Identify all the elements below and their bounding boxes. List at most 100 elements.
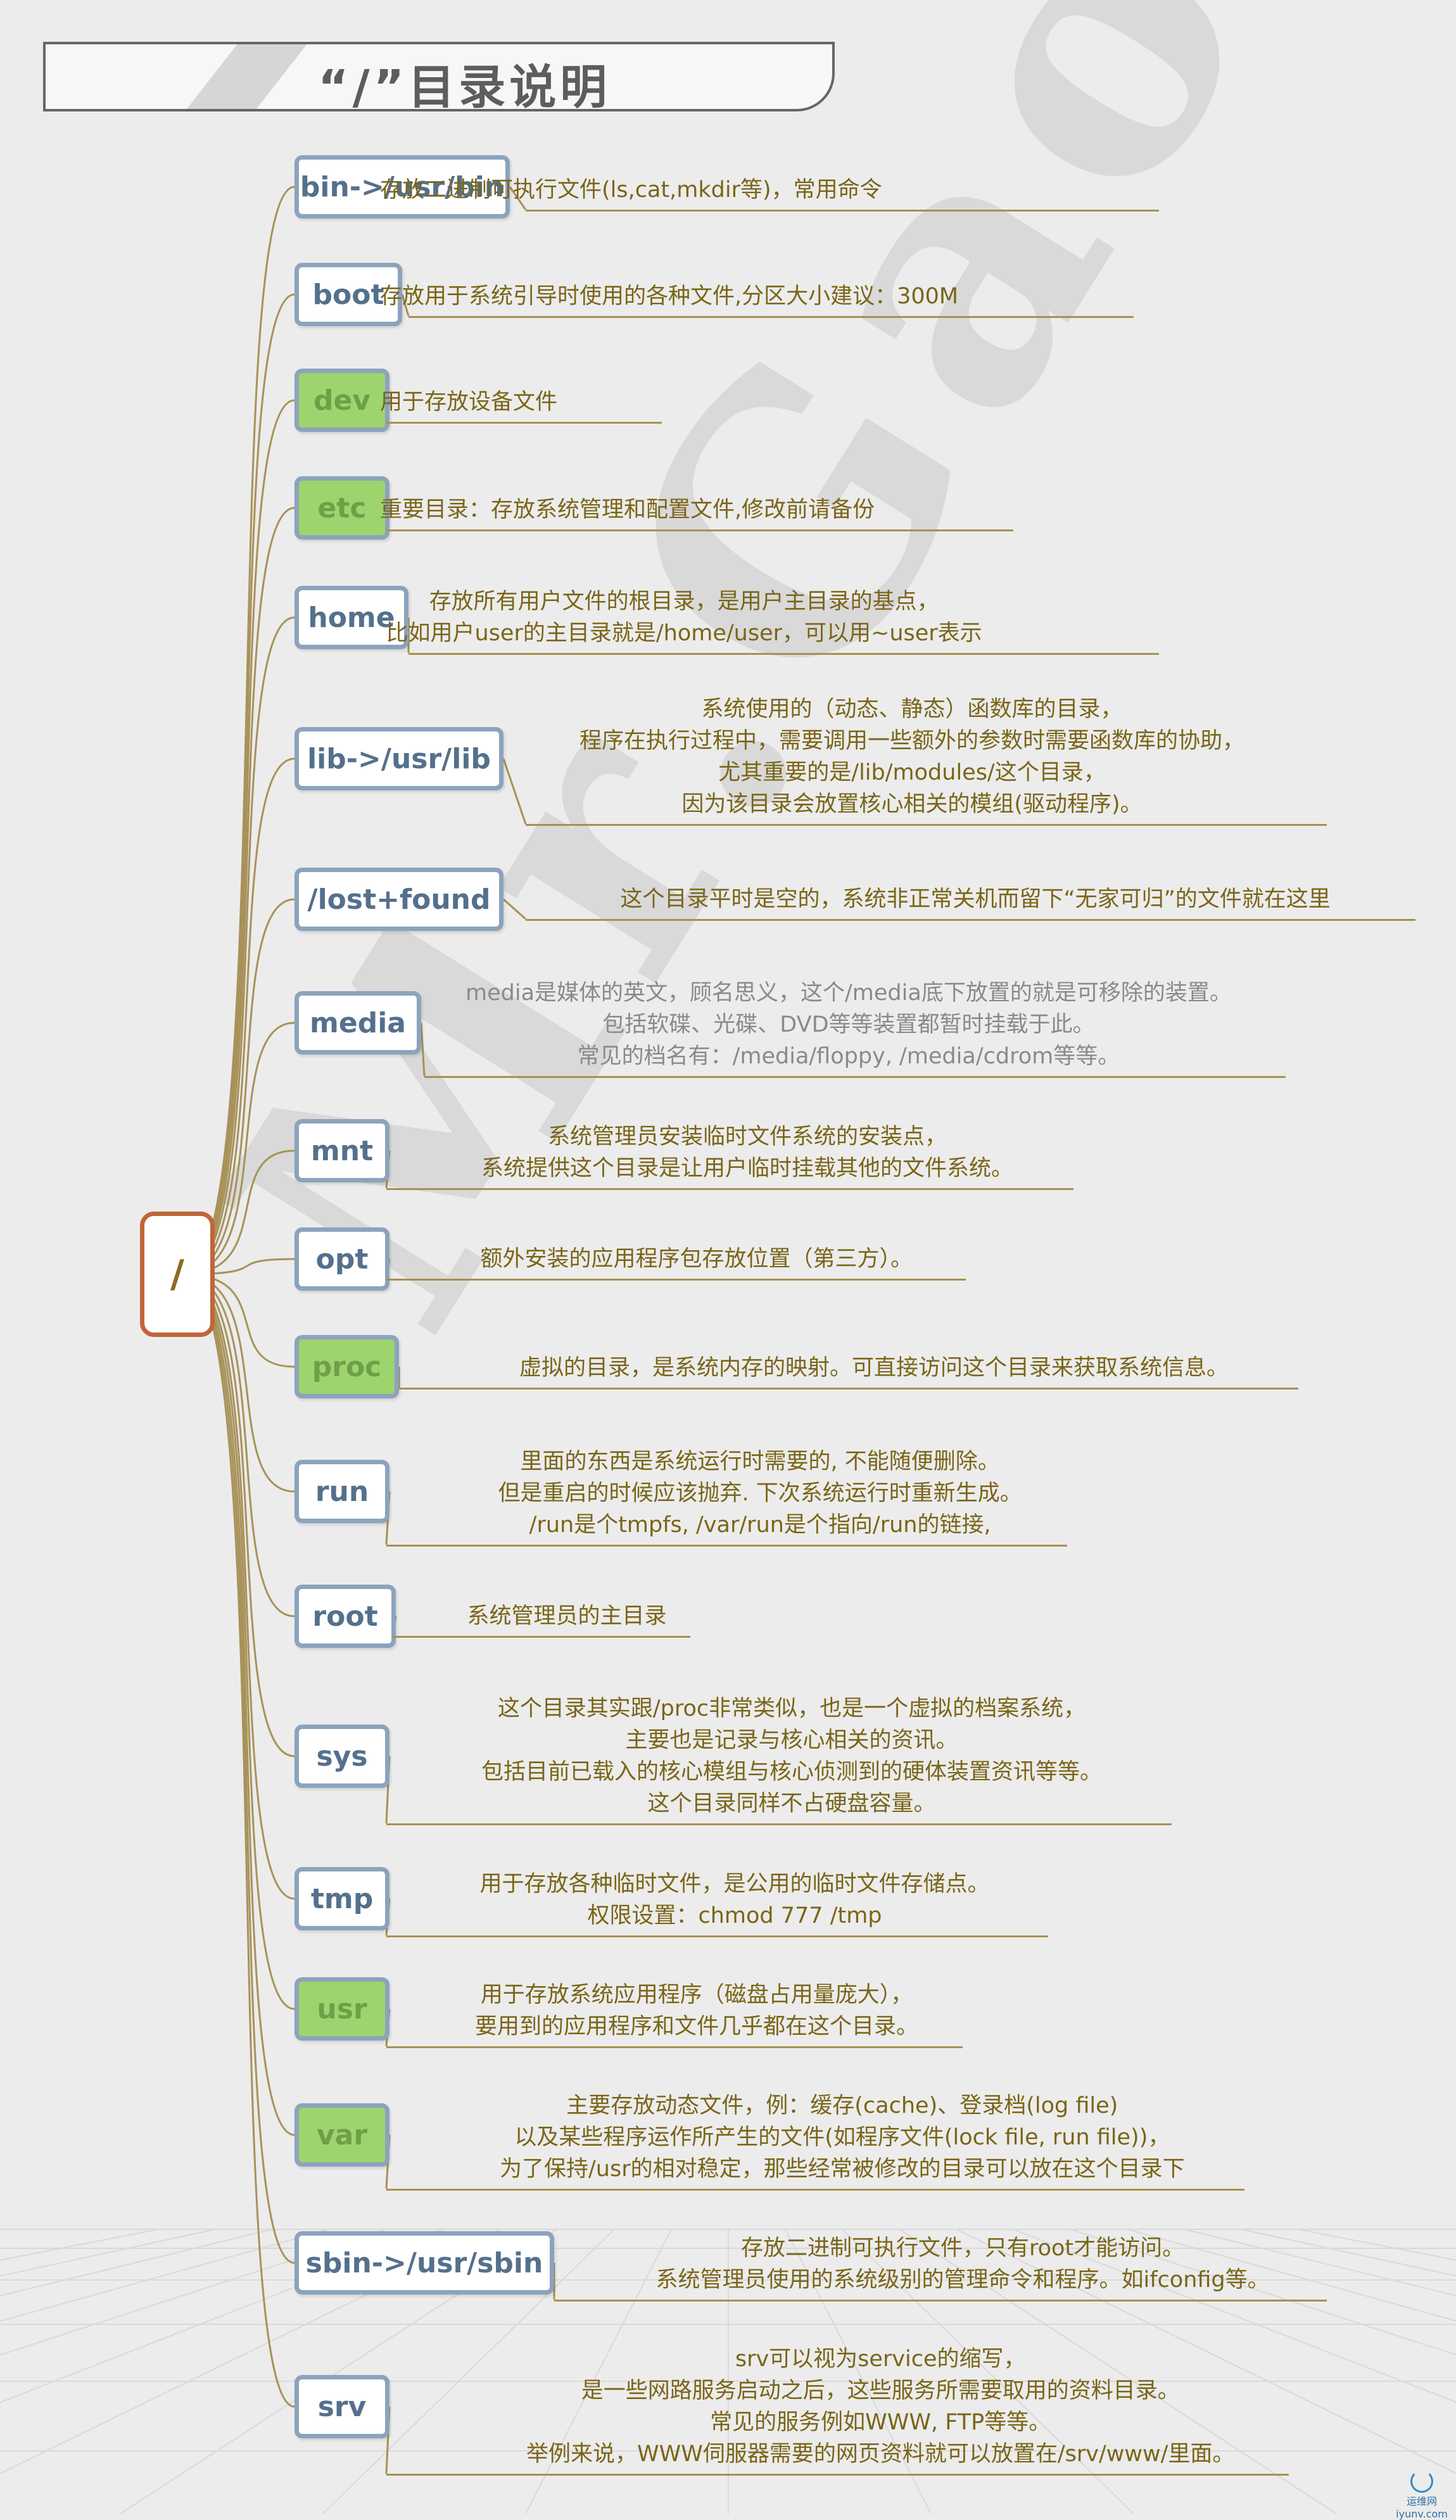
description-line: 系统管理员使用的系统级别的管理命令和程序。如ifconfig等。 bbox=[655, 2267, 1270, 2293]
node-tmp[interactable]: tmp bbox=[294, 1867, 389, 1930]
node-lib-usr-lib[interactable]: lib->/usr/lib bbox=[294, 727, 503, 790]
node-root[interactable]: root bbox=[294, 1585, 396, 1648]
description-home: 存放所有用户文件的根目录，是用户主目录的基点，比如用户user的主目录就是/ho… bbox=[386, 586, 982, 649]
description-mnt: 系统管理员安装临时文件系统的安装点， 系统提供这个目录是让用户临时挂载其他的文件系… bbox=[481, 1121, 1013, 1184]
description-line: /run是个tmpfs, /var/run是个指向/run的链接, bbox=[529, 1512, 991, 1538]
node-lost-found[interactable]: /lost+found bbox=[294, 868, 503, 931]
description-line: 用于存放各种临时文件，是公用的临时文件存储点。 bbox=[479, 1871, 990, 1897]
description-underline bbox=[526, 824, 1327, 826]
description-underline bbox=[386, 1935, 1048, 1937]
description-line: 用于存放系统应用程序（磁盘占用量庞大）， bbox=[480, 1982, 913, 2008]
node-mnt[interactable]: mnt bbox=[294, 1119, 389, 1182]
description-line: 这个目录同样不占硬盘容量。 bbox=[647, 1791, 936, 1816]
desc-link-boot bbox=[401, 294, 410, 317]
node-run[interactable]: run bbox=[294, 1460, 389, 1523]
connector-sys bbox=[182, 1273, 295, 1757]
description-line: 用于存放设备文件 bbox=[380, 389, 558, 415]
description-line: 存放二进制可执行文件(ls,cat,mkdir等)，常用命令 bbox=[380, 177, 882, 203]
description-media: media是媒体的英文，顾名思义，这个/media底下放置的就是可移除的装置。包… bbox=[465, 977, 1232, 1072]
description-line: 系统管理员安装临时文件系统的安装点， bbox=[548, 1124, 947, 1149]
connector-root bbox=[182, 1273, 295, 1618]
site-logo: 运维网 iyunv.com bbox=[1393, 2470, 1450, 2520]
node-etc[interactable]: etc bbox=[294, 476, 389, 540]
description-line: 以及某些程序运作所产生的文件(如程序文件(lock file, run file… bbox=[514, 2125, 1170, 2150]
description-boot: 存放用于系统引导时使用的各种文件,分区大小建议：300M bbox=[380, 281, 958, 312]
description-bin-usr-bin: 存放二进制可执行文件(ls,cat,mkdir等)，常用命令 bbox=[380, 174, 882, 206]
root-node[interactable]: / bbox=[140, 1212, 215, 1337]
title-banner: “/”目录说明 bbox=[43, 42, 835, 111]
connector-run bbox=[182, 1273, 295, 1493]
description-tmp: 用于存放各种临时文件，是公用的临时文件存储点。权限设置：chmod 777 /t… bbox=[480, 1868, 990, 1932]
node-boot[interactable]: boot bbox=[294, 263, 402, 326]
description-underline bbox=[424, 1076, 1286, 1078]
node-usr[interactable]: usr bbox=[294, 1977, 389, 2041]
description-line: 是一些网路服务启动之后，这些服务所需要取用的资料目录。 bbox=[581, 2378, 1180, 2403]
description-line: 这个目录其实跟/proc非常类似，也是一个虚拟的档案系统， bbox=[497, 1696, 1086, 1721]
description-proc: 虚拟的目录，是系统内存的映射。可直接访问这个目录来获取系统信息。 bbox=[519, 1352, 1229, 1384]
description-line: 包括目前已载入的核心模组与核心侦测到的硬体装置资讯等等。 bbox=[481, 1759, 1103, 1785]
description-line: 系统使用的（动态、静态）函数库的目录， bbox=[701, 697, 1123, 722]
description-underline bbox=[386, 2046, 963, 2048]
node-media[interactable]: media bbox=[294, 991, 421, 1054]
description-line: 权限设置：chmod 777 /tmp bbox=[587, 1903, 882, 1928]
description-underline bbox=[526, 919, 1415, 921]
description-line: 尤其重要的是/lib/modules/这个目录， bbox=[718, 760, 1106, 785]
node-srv[interactable]: srv bbox=[294, 2375, 389, 2438]
page-title: “/”目录说明 bbox=[318, 60, 611, 111]
connector-media bbox=[182, 1022, 295, 1276]
description-line: 主要也是记录与核心相关的资讯。 bbox=[625, 1728, 958, 1753]
description-line: 存放用于系统引导时使用的各种文件,分区大小建议：300M bbox=[380, 284, 959, 309]
description-line: 为了保持/usr的相对稳定，那些经常被修改的目录可以放在这个目录下 bbox=[500, 2156, 1185, 2182]
desc-link-bin-usr-bin bbox=[509, 186, 527, 210]
description-underline bbox=[408, 316, 1134, 318]
description-line: 这个目录平时是空的，系统非正常关机而留下“无家可归”的文件就在这里 bbox=[620, 887, 1331, 912]
description-underline bbox=[386, 422, 662, 424]
description-lost-found: 这个目录平时是空的，系统非正常关机而留下“无家可归”的文件就在这里 bbox=[621, 883, 1331, 915]
description-line: 系统提供这个目录是让用户临时挂载其他的文件系统。 bbox=[481, 1156, 1014, 1181]
description-line: 里面的东西是系统运行时需要的, 不能随便删除。 bbox=[520, 1449, 1000, 1474]
description-underline bbox=[526, 210, 1159, 212]
node-home[interactable]: home bbox=[294, 586, 408, 649]
connector-sbin-usr-sbin bbox=[182, 1273, 295, 2264]
connector-dev bbox=[182, 399, 295, 1276]
description-line: 因为该目录会放置核心相关的模组(驱动程序)。 bbox=[681, 792, 1143, 817]
node-proc[interactable]: proc bbox=[294, 1335, 399, 1398]
description-line: 系统管理员的主目录 bbox=[467, 1604, 667, 1629]
description-line: 存放二进制可执行文件，只有root才能访问。 bbox=[740, 2236, 1185, 2261]
description-underline bbox=[386, 2189, 1244, 2191]
node-var[interactable]: var bbox=[294, 2103, 389, 2167]
connector-lib-usr-lib bbox=[182, 757, 295, 1276]
desc-link-media bbox=[420, 1022, 426, 1077]
description-line: 比如用户user的主目录就是/home/user，可以用~user表示 bbox=[386, 621, 982, 646]
node-dev[interactable]: dev bbox=[294, 369, 389, 432]
description-lib-usr-lib: 系统使用的（动态、静态）函数库的目录， 程序在执行过程中，需要调用一些额外的参数时… bbox=[579, 693, 1244, 820]
description-line: 重要目录：存放系统管理和配置文件,修改前请备份 bbox=[380, 497, 875, 522]
connector-home bbox=[182, 616, 295, 1276]
description-line: 包括软碟、光碟、DVD等等装置都暂时挂载于此。 bbox=[602, 1012, 1095, 1037]
desc-link-lib-usr-lib bbox=[502, 758, 527, 825]
node-bin-usr-bin[interactable]: bin->/usr/bin bbox=[294, 155, 510, 218]
description-line: 要用到的应用程序和文件几乎都在这个目录。 bbox=[475, 2014, 919, 2039]
description-etc: 重要目录：存放系统管理和配置文件,修改前请备份 bbox=[380, 494, 875, 526]
description-underline bbox=[386, 1545, 1067, 1547]
description-line: 但是重启的时候应该抛弃. 下次系统运行时重新生成。 bbox=[498, 1481, 1022, 1506]
description-line: 主要存放动态文件，例：缓存(cache)、登录档(log file) bbox=[566, 2093, 1118, 2118]
description-run: 里面的东西是系统运行时需要的, 不能随便删除。但是重启的时候应该抛弃. 下次系统… bbox=[498, 1446, 1022, 1541]
description-line: 程序在执行过程中，需要调用一些额外的参数时需要函数库的协助， bbox=[579, 728, 1245, 754]
connector-bin-usr-bin bbox=[182, 186, 295, 1276]
description-underline bbox=[554, 2300, 1327, 2302]
description-underline bbox=[386, 529, 1013, 531]
description-underline bbox=[386, 2474, 1289, 2476]
description-line: 常见的服务例如WWW, FTP等等。 bbox=[710, 2410, 1051, 2435]
description-underline bbox=[386, 1188, 1073, 1190]
connector-tmp bbox=[182, 1273, 295, 1900]
description-sys: 这个目录其实跟/proc非常类似，也是一个虚拟的档案系统， 主要也是记录与核心相关… bbox=[481, 1693, 1102, 1820]
node-sbin-usr-sbin[interactable]: sbin->/usr/sbin bbox=[294, 2231, 554, 2295]
node-opt[interactable]: opt bbox=[294, 1227, 389, 1291]
node-sys[interactable]: sys bbox=[294, 1725, 389, 1788]
floor-grid bbox=[0, 2229, 1456, 2514]
description-underline bbox=[399, 1388, 1298, 1390]
description-underline bbox=[393, 1636, 690, 1638]
